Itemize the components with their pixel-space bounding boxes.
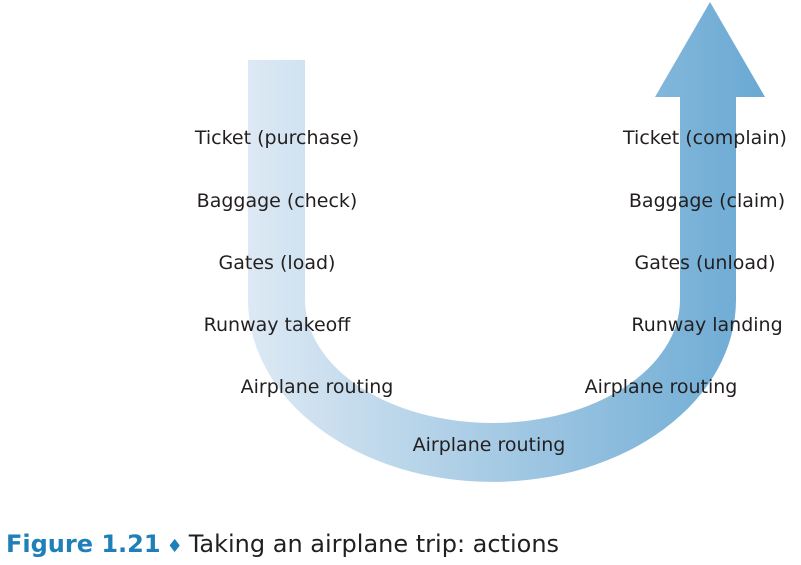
right-label-routing: Airplane routing bbox=[584, 376, 738, 398]
right-label-ticket: Ticket (complain) bbox=[623, 127, 787, 149]
bottom-label-routing: Airplane routing bbox=[412, 434, 566, 456]
figure-number: Figure 1.21 bbox=[6, 530, 161, 558]
left-label-routing: Airplane routing bbox=[240, 376, 394, 398]
diamond-separator: ♦ bbox=[166, 536, 183, 557]
left-label-runway: Runway takeoff bbox=[203, 314, 351, 336]
right-label-gates: Gates (unload) bbox=[634, 252, 776, 274]
arrow-shape bbox=[248, 2, 765, 482]
left-label-gates: Gates (load) bbox=[218, 252, 336, 274]
right-label-baggage: Baggage (claim) bbox=[628, 190, 786, 212]
figure-caption: Figure 1.21♦Taking an airplane trip: act… bbox=[6, 530, 559, 558]
caption-text: Taking an airplane trip: actions bbox=[188, 530, 560, 558]
left-label-baggage: Baggage (check) bbox=[196, 190, 358, 212]
right-label-runway: Runway landing bbox=[631, 314, 783, 336]
left-label-ticket: Ticket (purchase) bbox=[194, 127, 360, 149]
